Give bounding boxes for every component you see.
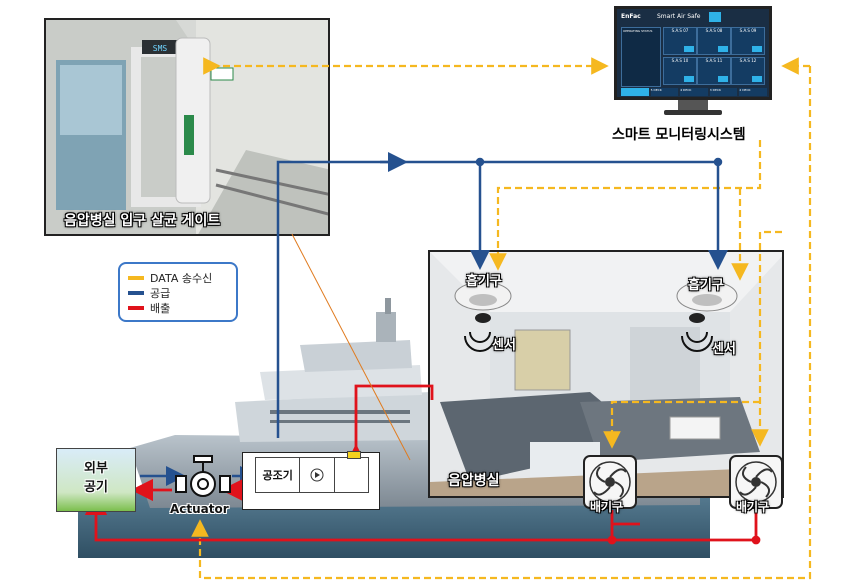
tile-label: S.A.S 11 [705,58,723,63]
monitor-tile[interactable]: S.A.S 09 [731,27,765,55]
legend-item: 공급 [128,285,228,300]
sensor-wave-icon [464,331,496,352]
sensor-label-1: 센서 [492,338,516,353]
monitor-title: Smart Air Safe [657,13,701,20]
legend-item: 배출 [128,300,228,315]
monitor-tab[interactable]: 4 DECK [680,88,708,96]
monitor-tab[interactable]: 5 DECK [650,88,679,96]
tile-label: S.A.S 07 [671,28,689,33]
exhaust-inlet-label-2: 흡기구 [688,278,724,293]
monitor-base [664,110,722,115]
ahu-sensor-icon [347,451,361,459]
tile-label: S.A.S 12 [739,58,757,63]
outlet-fan-icon [583,455,637,509]
gate-illustration: SMS [46,20,328,234]
legend-item: DATA 송수신 [128,270,228,285]
monitor-screen: EnFac Smart Air Safe OPERATING STATUS S.… [614,6,772,100]
room-caption: 음압병실 [448,473,500,489]
outlet-label-2: 배기구 [736,500,770,514]
monitor-tab[interactable] [621,88,649,96]
diffuser-icon [454,281,512,323]
diffuser-icon [676,280,738,323]
monitor-tab[interactable]: 2 DECK [739,88,767,96]
monitor-tabs: 5 DECK 4 DECK 3 DECK 2 DECK [621,88,767,96]
monitor-stand [678,100,708,110]
callout-line [291,233,411,461]
gate-sign-text: SMS [153,44,168,53]
sensor-wave-icon [681,331,713,352]
monitor-tile[interactable]: S.A.S 08 [697,27,731,55]
monitor-tab[interactable]: 3 DECK [709,88,738,96]
monitor-brand: EnFac [621,13,641,20]
monitor-sidebar-header: OPERATING STATUS [623,29,653,33]
monitor-tile[interactable]: S.A.S 11 [697,57,731,85]
monitor-tile[interactable]: S.A.S 12 [731,57,765,85]
gate-caption: 음압병실 입구 살균 게이트 [64,213,221,229]
outside-air-label: 외부 공기 [84,461,108,495]
supply-lines [140,152,728,486]
tile-label: S.A.S 09 [739,28,757,33]
monitor-caption: 스마트 모니터링시스템 [612,127,746,143]
ahu-body: 공조기 [255,457,369,493]
outlet-fan-icon [729,455,783,509]
fan-icon [300,458,335,492]
outlet-label-1: 배기구 [590,500,624,514]
monitor-sidebar: OPERATING STATUS [621,27,661,87]
monitor-tile[interactable]: S.A.S 10 [663,57,697,85]
outside-air-box: 외부 공기 [56,448,136,512]
sensor-label-2: 센서 [712,342,736,357]
data-lines [191,57,812,580]
actuator-valve-icon [175,455,231,497]
tile-label: S.A.S 10 [671,58,689,63]
sterilization-gate-photo: SMS 음압병실 입구 살균 게이트 [44,18,330,236]
exhaust-inlet-label-1: 흡기구 [466,274,502,289]
tile-label: S.A.S 08 [705,28,723,33]
air-handling-unit: 공조기 [242,451,380,510]
monitor-home-button[interactable] [709,12,721,22]
monitor-tile[interactable]: S.A.S 07 [663,27,697,55]
ahu-label: 공조기 [256,458,301,492]
legend: DATA 송수신 공급 배출 [118,262,238,322]
actuator-label: Actuator [170,502,229,516]
exhaust-lines [84,384,761,545]
